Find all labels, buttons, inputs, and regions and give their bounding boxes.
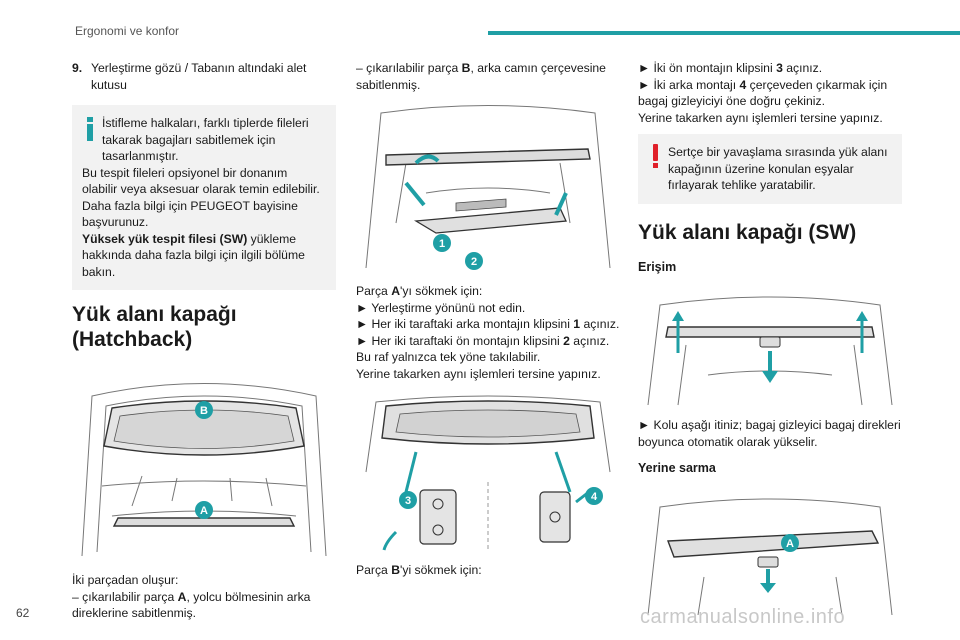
column-2: – çıkarılabilir parça B, arka camın çerç… bbox=[356, 60, 620, 579]
warning-box: Sertçe bir yavaşlama sırasında yük alanı… bbox=[638, 134, 902, 204]
remove-a-bold: A bbox=[391, 284, 401, 298]
info-box: İstifleme halkaları, farklı tiplerde fil… bbox=[72, 105, 336, 290]
subheading-rewind: Yerine sarma bbox=[638, 461, 716, 475]
s-step-1: ► İki ön montajın klipsini 3 açınız. bbox=[638, 60, 902, 77]
info-text-3: Daha fazla bilgi için PEUGEOT bayisine b… bbox=[82, 198, 298, 230]
info-text-2: Bu tespit fileleri opsiyonel bir donanım… bbox=[82, 165, 320, 197]
warning-icon bbox=[652, 144, 660, 170]
remove-b-post: 'yi sökmek için: bbox=[400, 563, 482, 577]
s-step-1-bold: 3 bbox=[776, 61, 783, 75]
part-a-text: – çıkarılabilir parça A, yolcu bölmesini… bbox=[72, 589, 336, 622]
label-a: A bbox=[200, 505, 208, 517]
remove-a-post: 'yı sökmek için: bbox=[400, 284, 483, 298]
label-4: 4 bbox=[591, 491, 598, 503]
item-number: 9. bbox=[72, 61, 83, 75]
step-2-post: açınız. bbox=[580, 317, 620, 331]
step-3: ► Her iki taraftaki ön montajın klipsini… bbox=[356, 333, 620, 350]
part-a-post: , yolcu bölmesinin arka direklerine sabi… bbox=[72, 589, 311, 621]
label-2: 2 bbox=[471, 256, 477, 268]
remove-a-pre: Parça bbox=[356, 284, 392, 298]
header-accent-bar bbox=[488, 31, 960, 35]
s-step-1-post: açınız. bbox=[782, 61, 823, 75]
part-b-text: – çıkarılabilir parça B, arka camın çerç… bbox=[356, 60, 620, 93]
part-b-pre: – çıkarılabilir parça bbox=[356, 61, 462, 75]
figure-remove-part-b: 3 4 bbox=[356, 392, 620, 552]
parts-intro: İki parçadan oluşur: bbox=[72, 573, 179, 587]
s-step-2-pre: ► İki arka montajı bbox=[638, 77, 740, 92]
figure-remove-part-a: 1 2 bbox=[356, 103, 620, 273]
list-item-9: 9. Yerleştirme gözü / Tabanın altındaki … bbox=[72, 60, 336, 93]
subheading-access: Erişim bbox=[638, 259, 677, 274]
note-1: Bu raf yalnızca tek yöne takılabilir. bbox=[356, 350, 541, 364]
label-a-sw: A bbox=[786, 538, 794, 550]
part-a-pre: – çıkarılabilir parça bbox=[72, 589, 178, 604]
part-b-bold: B bbox=[461, 61, 471, 75]
heading-hatchback: Yük alanı kapağı (Hatchback) bbox=[72, 303, 237, 351]
step-2-bold: 1 bbox=[573, 317, 581, 331]
s-step-2-bold: 4 bbox=[739, 77, 747, 92]
s-step-2-post: çerçeveden çıkarmak için bagaj gizleyici… bbox=[638, 77, 888, 109]
figure-hatchback-cover: B A bbox=[72, 366, 336, 562]
s-step-2: ► İki arka montajı 4 çerçeveden çıkarmak… bbox=[638, 77, 902, 110]
note-2: Yerine takarken aynı işlemleri tersine y… bbox=[356, 366, 601, 381]
info-bold-link: Yüksek yük tespit filesi (SW) bbox=[82, 231, 248, 246]
part-a-bold: A bbox=[177, 589, 187, 604]
remove-b-pre: Parça bbox=[356, 563, 392, 577]
figure-sw-rewind: A bbox=[638, 486, 902, 615]
watermark: carmanualsonline.info bbox=[640, 606, 846, 628]
info-icon bbox=[86, 117, 94, 141]
label-3: 3 bbox=[405, 495, 411, 507]
page-number: 62 bbox=[16, 606, 30, 620]
heading-sw: Yük alanı kapağı (SW) bbox=[638, 220, 857, 244]
remove-b-intro: Parça B'yi sökmek için: bbox=[356, 562, 620, 579]
label-b: B bbox=[200, 405, 208, 417]
s-step-3: Yerine takarken aynı işlemleri tersine y… bbox=[638, 110, 883, 125]
column-1: 9. Yerleştirme gözü / Tabanın altındaki … bbox=[72, 60, 336, 622]
step-2-pre: ► Her iki taraftaki arka montajın klipsi… bbox=[356, 317, 574, 331]
info-rest: yükleme hakkında daha fazla bilgi için i… bbox=[82, 231, 305, 279]
warning-text: Sertçe bir yavaşlama sırasında yük alanı… bbox=[668, 145, 888, 192]
section-title: Ergonomi ve konfor bbox=[75, 24, 180, 38]
remove-a-intro: Parça A'yı sökmek için: bbox=[356, 283, 620, 300]
step-3-post: açınız. bbox=[569, 333, 610, 348]
step-2: ► Her iki taraftaki arka montajın klipsi… bbox=[356, 316, 620, 333]
info-text-4: Yüksek yük tespit filesi (SW) yükleme ha… bbox=[82, 231, 324, 281]
step-3-bold: 2 bbox=[563, 333, 570, 348]
label-1: 1 bbox=[439, 238, 445, 250]
remove-b-bold: B bbox=[391, 563, 401, 577]
s-step-1-pre: ► İki ön montajın klipsini bbox=[638, 61, 777, 75]
part-b-post: , arka camın çerçevesine sabitlenmiş. bbox=[356, 61, 606, 92]
item-text: Yerleştirme gözü / Tabanın altındaki ale… bbox=[91, 61, 307, 92]
column-3: ► İki ön montajın klipsini 3 açınız. ► İ… bbox=[638, 60, 902, 625]
figure-sw-access bbox=[638, 285, 902, 407]
step-1: ► Yerleştirme yönünü not edin. bbox=[356, 300, 526, 315]
info-text-1: İstifleme halkaları, farklı tiplerde fil… bbox=[102, 116, 309, 163]
access-text: ► Kolu aşağı itiniz; bagaj gizleyici bag… bbox=[638, 418, 901, 449]
step-3-pre: ► Her iki taraftaki ön montajın klipsini bbox=[356, 333, 564, 348]
